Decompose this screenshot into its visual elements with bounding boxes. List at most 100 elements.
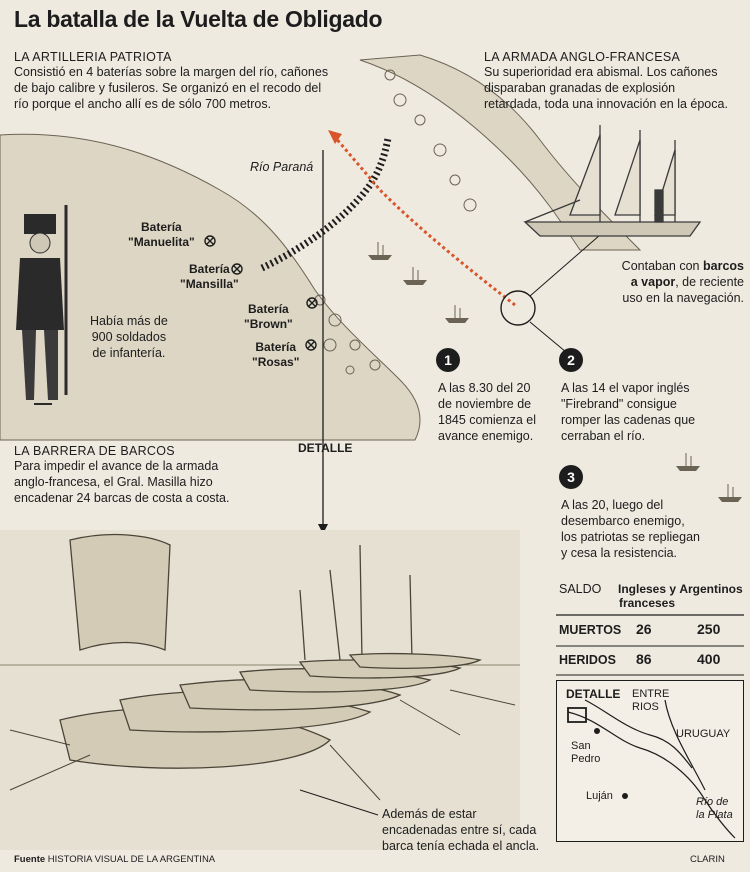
barcos-vapor-line-1: Contaban con barcos xyxy=(604,258,744,274)
soldados-line-2: 900 soldados xyxy=(91,330,167,344)
west-riverbank xyxy=(0,133,421,441)
boats-detail-illustration xyxy=(0,530,520,850)
artilleria-line-2: de bajo calibre y fusileros. Se organizó… xyxy=(14,81,322,95)
inset-san-pedro-l2: Pedro xyxy=(571,753,601,765)
step-1-badge: 1 xyxy=(436,348,460,372)
saldo-row-heridos-label: HERIDOS xyxy=(559,653,616,667)
barrera-line-2: anglo-francesa, el Gral. Masilla hizo xyxy=(14,475,213,489)
page-title: La batalla de la Vuelta de Obligado xyxy=(14,6,383,32)
enemy-fleet xyxy=(368,242,742,502)
saldo-row-muertos-a: 26 xyxy=(636,621,652,637)
inset-rio-plata: Río de la Plata xyxy=(696,796,733,822)
barcos-vapor-bold2: a vapor xyxy=(630,275,676,289)
bateria-rosas-l1: Batería xyxy=(255,340,297,354)
inset-san-pedro-l1: San xyxy=(571,740,591,752)
armada-heading: LA ARMADA ANGLO-FRANCESA xyxy=(484,50,681,64)
saldo-row-muertos-label: MUERTOS xyxy=(559,623,622,637)
saldo-row-heridos-b: 400 xyxy=(697,651,721,667)
bateria-rosas-label: Batería "Rosas" xyxy=(252,340,299,370)
bateria-brown-l2: "Brown" xyxy=(244,317,293,331)
armada-line-3: retardada, toda una innovación en la épo… xyxy=(484,97,728,111)
attack-route xyxy=(333,136,516,307)
caption-leader-line xyxy=(299,789,379,816)
firebrand-highlight xyxy=(500,290,536,326)
inset-uruguay: URUGUAY xyxy=(676,728,731,740)
step-3-line-3: los patriotas se repliegan xyxy=(561,530,700,544)
step-1-line-1: A las 8.30 del 20 xyxy=(438,381,531,395)
barrera-section: LA BARRERA DE BARCOS Para impedir el ava… xyxy=(14,444,229,506)
bateria-manuelita-label: Batería "Manuelita" xyxy=(128,220,195,250)
armada-section: LA ARMADA ANGLO-FRANCESA Su superioridad… xyxy=(484,50,728,112)
step-3-badge: 3 xyxy=(559,465,583,489)
attack-route-arrow xyxy=(328,130,342,144)
saldo-col-1-l1: Ingleses y xyxy=(617,582,677,596)
boats-caption-line-1: Además de estar xyxy=(382,807,477,821)
steamship-illustration xyxy=(523,125,702,237)
step-2-line-2: "Firebrand" consigue xyxy=(561,397,677,411)
detalle-pointer-arrow xyxy=(318,524,328,534)
barrera-line-3: encadenar 24 barcas de costa a costa. xyxy=(14,491,230,505)
bateria-manuelita-l1: Batería xyxy=(141,220,182,234)
step-2-line-1: A las 14 el vapor inglés xyxy=(561,381,690,395)
inset-entre-rios: ENTRE RIOS xyxy=(632,688,669,714)
step-1-line-3: 1845 comienza el xyxy=(438,413,536,427)
river-label: Río Paraná xyxy=(250,160,314,174)
armada-line-2: disparaban granadas de explosión xyxy=(484,81,676,95)
boats-caption-line-3: barca tenía echada el ancla. xyxy=(382,839,540,853)
step-3-line-4: y cesa la resistencia. xyxy=(561,546,678,560)
step-2-text: A las 14 el vapor inglés "Firebrand" con… xyxy=(561,380,695,444)
barcos-vapor-bold1: barcos xyxy=(703,259,744,273)
bateria-mansilla-l2: "Mansilla" xyxy=(180,277,239,291)
firebrand-leader-line xyxy=(529,234,601,297)
step-2-line-3: romper las cadenas que xyxy=(561,413,696,427)
step-1-line-2: de noviembre de xyxy=(438,397,532,411)
armada-line-1: Su superioridad era abismal. Los cañones xyxy=(484,65,718,79)
east-island xyxy=(359,54,642,251)
barcos-vapor-rest1: , de reciente xyxy=(675,275,744,289)
inset-entre-rios-l1: ENTRE xyxy=(632,688,670,700)
saldo-col-1: Ingleses y franceses xyxy=(612,582,682,610)
artilleria-section: LA ARTILLERIA PATRIOTA Consistió en 4 ba… xyxy=(14,50,328,112)
artilleria-line-1: Consistió en 4 baterías sobre la margen … xyxy=(14,65,329,79)
soldados-line-3: de infantería. xyxy=(92,346,166,360)
step2-leader-line xyxy=(529,321,567,353)
footer-source-label: Fuente xyxy=(14,854,46,865)
soldier-illustration xyxy=(16,205,68,405)
footer-source-text: HISTORIA VISUAL DE LA ARGENTINA xyxy=(47,854,216,865)
footer-source: Fuente HISTORIA VISUAL DE LA ARGENTINA xyxy=(14,854,215,865)
inset-rio-plata-l2: la Plata xyxy=(696,809,733,821)
inset-rio-plata-l1: Río de xyxy=(696,796,729,808)
inset-entre-rios-l2: RIOS xyxy=(632,701,659,713)
step-2-badge: 2 xyxy=(559,348,583,372)
step-2-line-4: cerraban el río. xyxy=(561,429,646,443)
battery-markers xyxy=(204,235,318,351)
artilleria-heading: LA ARTILLERIA PATRIOTA xyxy=(14,50,172,64)
bateria-rosas-l2: "Rosas" xyxy=(252,355,300,369)
artilleria-line-3: río porque el ancho allí es de sólo 700 … xyxy=(14,97,272,111)
step-1-line-4: avance enemigo. xyxy=(438,429,534,443)
inset-san-pedro: San Pedro xyxy=(571,740,600,766)
saldo-col-2: Argentinos xyxy=(679,582,743,596)
footer-credit: CLARIN xyxy=(690,854,725,865)
bateria-brown-label: Batería "Brown" xyxy=(244,302,293,332)
chain-barrier xyxy=(260,137,392,272)
bateria-mansilla-l1: Batería xyxy=(189,262,230,276)
soldados-note: Había más de 900 soldados de infantería. xyxy=(90,313,168,361)
inset-lujan: Luján xyxy=(586,790,613,802)
barrera-heading: LA BARRERA DE BARCOS xyxy=(14,444,175,458)
saldo-col-1-l2: franceses xyxy=(618,596,676,610)
bateria-mansilla-label: Batería "Mansilla" xyxy=(180,262,239,292)
boats-caption-line-2: encadenadas entre sí, cada xyxy=(382,823,537,837)
step-3-text: A las 20, luego del desembarco enemigo, … xyxy=(561,497,700,561)
boats-caption: Además de estar encadenadas entre sí, ca… xyxy=(382,806,539,854)
step-1-text: A las 8.30 del 20 de noviembre de 1845 c… xyxy=(438,380,536,444)
detalle-label: DETALLE xyxy=(298,441,353,455)
saldo-title: SALDO xyxy=(559,582,602,596)
bateria-brown-l1: Batería xyxy=(248,302,289,316)
vegetation xyxy=(314,69,477,375)
bateria-manuelita-l2: "Manuelita" xyxy=(128,235,195,249)
inset-detalle-label: DETALLE xyxy=(566,687,621,701)
barcos-vapor-note: Contaban con barcos a vapor, de reciente… xyxy=(604,258,744,306)
barcos-vapor-rest2: uso en la navegación. xyxy=(622,291,744,305)
step-3-line-1: A las 20, luego del xyxy=(561,498,664,512)
